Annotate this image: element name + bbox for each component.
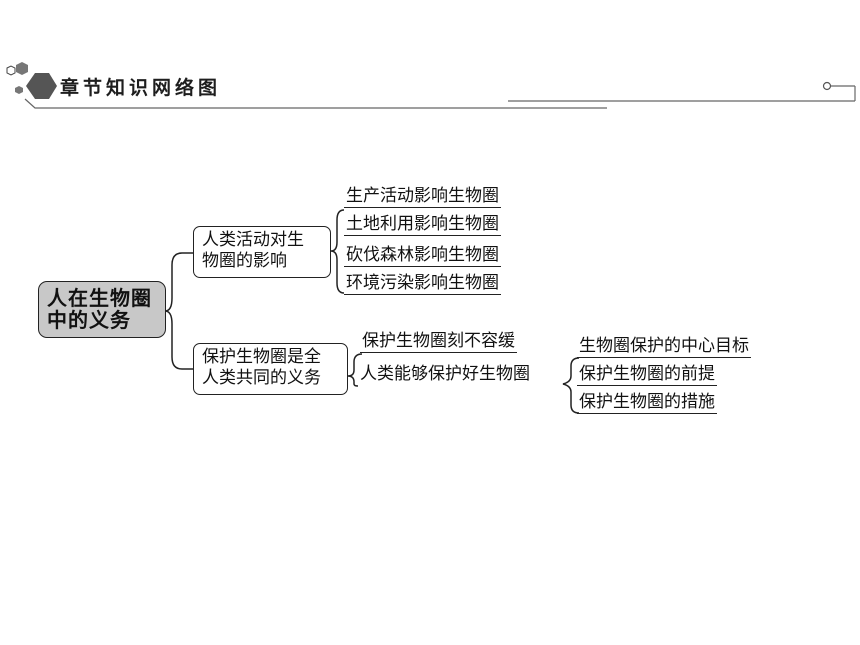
leaf-pollution: 环境污染影响生物圈 (344, 273, 501, 295)
leaf-deforestation: 砍伐森林影响生物圈 (344, 245, 501, 267)
branch-node-impact: 人类活动对生 物圈的影响 (193, 226, 331, 278)
subleaf-central-goal: 生物圈保护的中心目标 (577, 336, 751, 358)
small-hexagon-icon (6, 65, 16, 76)
circle-end-icon (822, 81, 832, 91)
root-node-line: 人在生物圈 (47, 286, 152, 310)
child-can-protect: 人类能够保护好生物圈 (360, 364, 530, 384)
small-dot-icon (15, 86, 23, 94)
branch2-brace (347, 353, 363, 387)
root-node: 人在生物圈 中的义务 (38, 281, 166, 338)
branch-node-line: 保护生物圈是全 (202, 347, 321, 367)
subleaf-measures: 保护生物圈的措施 (577, 392, 717, 414)
gray-hexagon-icon (16, 62, 28, 75)
header-underline (24, 98, 607, 109)
branch-node-protection: 保护生物圈是全 人类共同的义务 (193, 343, 348, 395)
branch1-brace (330, 209, 345, 294)
page-title: 章节知识网络图 (60, 77, 222, 99)
subleaf-premise: 保护生物圈的前提 (577, 364, 717, 386)
leaf-land-use: 土地利用影响生物圈 (344, 214, 501, 236)
sub-brace (562, 357, 580, 414)
child-urgency: 保护生物圈刻不容缓 (360, 331, 517, 353)
root-node-line: 中的义务 (47, 308, 131, 332)
branch-node-line: 物圈的影响 (202, 251, 287, 271)
large-hexagon-icon (26, 73, 57, 99)
branch-node-line: 人类活动对生 (202, 230, 304, 250)
root-brace (164, 252, 183, 370)
branch-node-line: 人类共同的义务 (202, 368, 321, 388)
leaf-production: 生产活动影响生物圈 (344, 186, 501, 208)
